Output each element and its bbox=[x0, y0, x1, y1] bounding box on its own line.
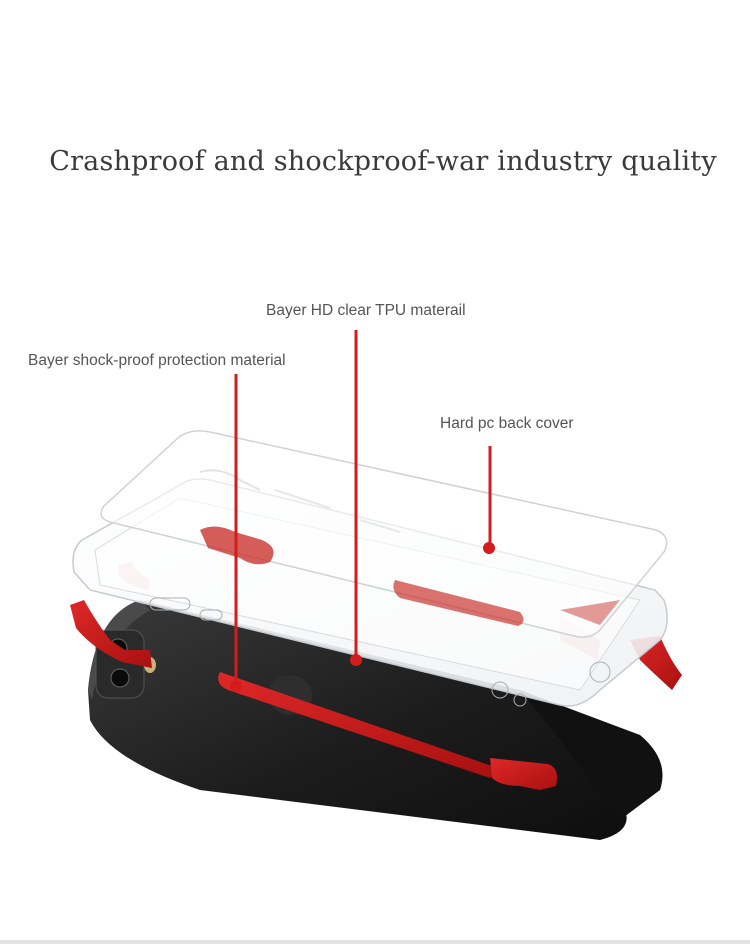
callout-tpu bbox=[350, 330, 362, 666]
pc-cover-label: Hard pc back cover bbox=[440, 415, 574, 432]
page-headline: Crashproof and shockproof-war industry q… bbox=[49, 146, 717, 177]
shock-material-label: Bayer shock-proof protection material bbox=[28, 352, 286, 369]
callout-shock bbox=[230, 374, 242, 692]
callout-pc bbox=[483, 446, 495, 554]
bottom-divider bbox=[0, 940, 750, 944]
tpu-material-label: Bayer HD clear TPU materail bbox=[266, 302, 466, 319]
